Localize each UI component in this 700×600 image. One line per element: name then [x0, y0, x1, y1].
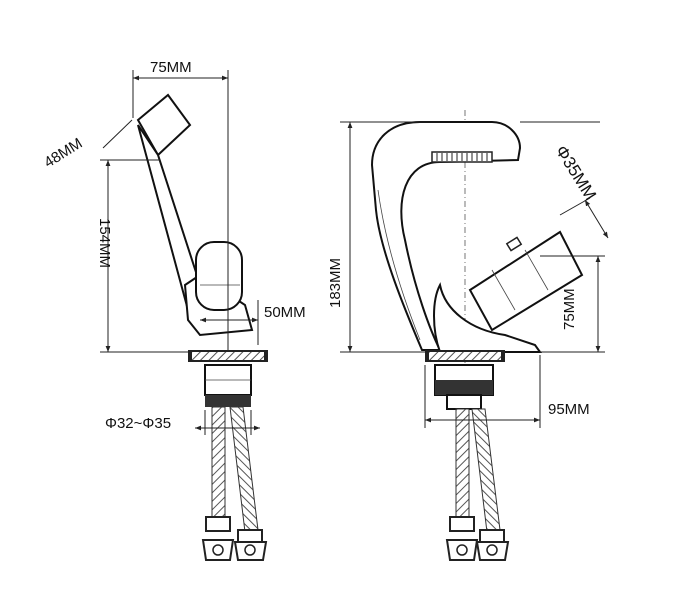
- left-hose-2: [229, 406, 259, 533]
- left-dim-50-label: 50MM: [264, 304, 306, 321]
- right-hose-2: [471, 408, 501, 533]
- left-fitting-2-hex: [244, 544, 256, 556]
- left-dim-48-line: [102, 119, 133, 149]
- right-handle-line-2: [524, 249, 549, 291]
- left-fitting-1: [205, 516, 231, 532]
- right-dim-phi-ext-2: [559, 197, 591, 216]
- right-dim-phi-label: Φ35MM: [552, 142, 600, 204]
- right-dim-183-label: 183MM: [327, 258, 344, 308]
- left-dim-75-label: 75MM: [150, 59, 192, 76]
- right-fitting-1: [449, 516, 475, 532]
- left-base-gasket: [192, 352, 264, 360]
- left-view: 75MM 48MM 154MM 50MM Φ32~Φ35: [41, 59, 306, 561]
- right-mount-stem: [446, 394, 482, 410]
- right-handle-button: [505, 236, 523, 252]
- left-dim-phi-label: Φ32~Φ35: [105, 415, 171, 432]
- left-fitting-2: [237, 529, 263, 543]
- left-dim-154-label: 154MM: [96, 218, 113, 268]
- right-hose-1: [455, 408, 470, 520]
- left-fitting-1-hex: [212, 544, 224, 556]
- right-mount-ring: [435, 380, 493, 395]
- right-fitting-2: [479, 529, 505, 543]
- right-dim-75-label: 75MM: [561, 288, 578, 330]
- left-mount-ring: [205, 395, 251, 407]
- right-body-inner-line: [377, 189, 421, 341]
- right-fitting-2-hex: [486, 544, 498, 556]
- right-base-gasket: [429, 352, 501, 360]
- right-dim-95-label: 95MM: [548, 401, 590, 418]
- left-handle-knob: [195, 241, 243, 311]
- right-dim-phi-line: [584, 199, 609, 239]
- right-handle-line-1: [491, 269, 516, 311]
- right-aerator-grille: [436, 153, 488, 161]
- right-fitting-1-hex: [456, 544, 468, 556]
- right-view: 183MM Φ35MM 75MM 95MM: [327, 110, 609, 561]
- left-hose-1: [211, 406, 226, 518]
- right-faucet-lower: [433, 282, 542, 353]
- left-dim-48-label: 48MM: [41, 135, 85, 172]
